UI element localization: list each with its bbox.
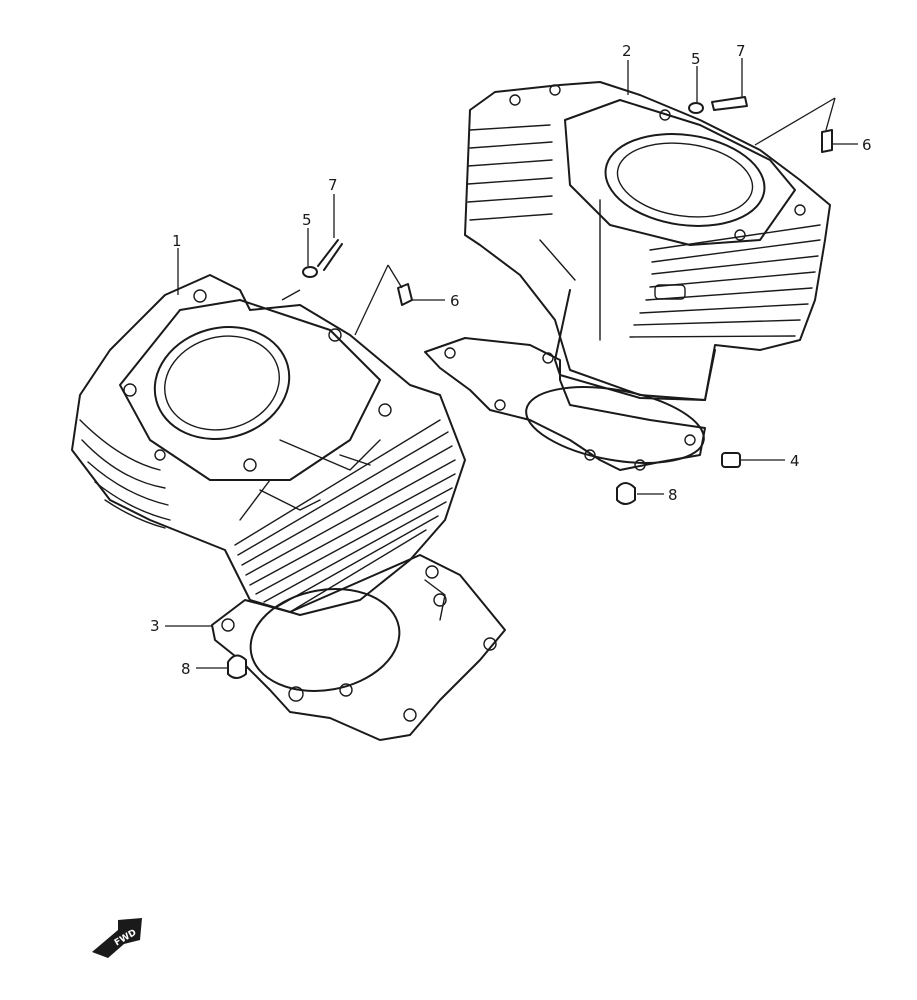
callout-1: 1 bbox=[172, 232, 182, 250]
callout-8-front: 8 bbox=[181, 660, 191, 678]
front-cylinder bbox=[71, 274, 466, 616]
leader-lines bbox=[165, 58, 858, 669]
rear-fitting bbox=[821, 129, 833, 153]
rear-washer bbox=[688, 102, 704, 114]
callout-5-front: 5 bbox=[302, 211, 312, 229]
front-fitting bbox=[397, 283, 413, 306]
callout-6-front: 6 bbox=[450, 292, 460, 310]
rear-dowel bbox=[616, 482, 636, 505]
rear-cylinder bbox=[464, 81, 831, 401]
callout-7-front: 7 bbox=[328, 176, 338, 194]
fwd-arrow-icon: FWD bbox=[92, 918, 142, 958]
callout-2: 2 bbox=[622, 42, 632, 60]
callout-4: 4 bbox=[790, 452, 800, 470]
front-dowel bbox=[227, 654, 247, 679]
rear-gasket bbox=[424, 337, 706, 471]
callout-3: 3 bbox=[150, 617, 160, 635]
front-gasket bbox=[211, 554, 506, 741]
callout-5-rear: 5 bbox=[691, 50, 701, 68]
callout-6-rear: 6 bbox=[862, 136, 872, 154]
callout-8-rear: 8 bbox=[668, 486, 678, 504]
rear-stud bbox=[711, 96, 748, 111]
rear-gasket-tab bbox=[721, 452, 741, 468]
front-stud bbox=[317, 239, 343, 271]
front-washer bbox=[302, 266, 318, 278]
callout-7-rear: 7 bbox=[736, 42, 746, 60]
